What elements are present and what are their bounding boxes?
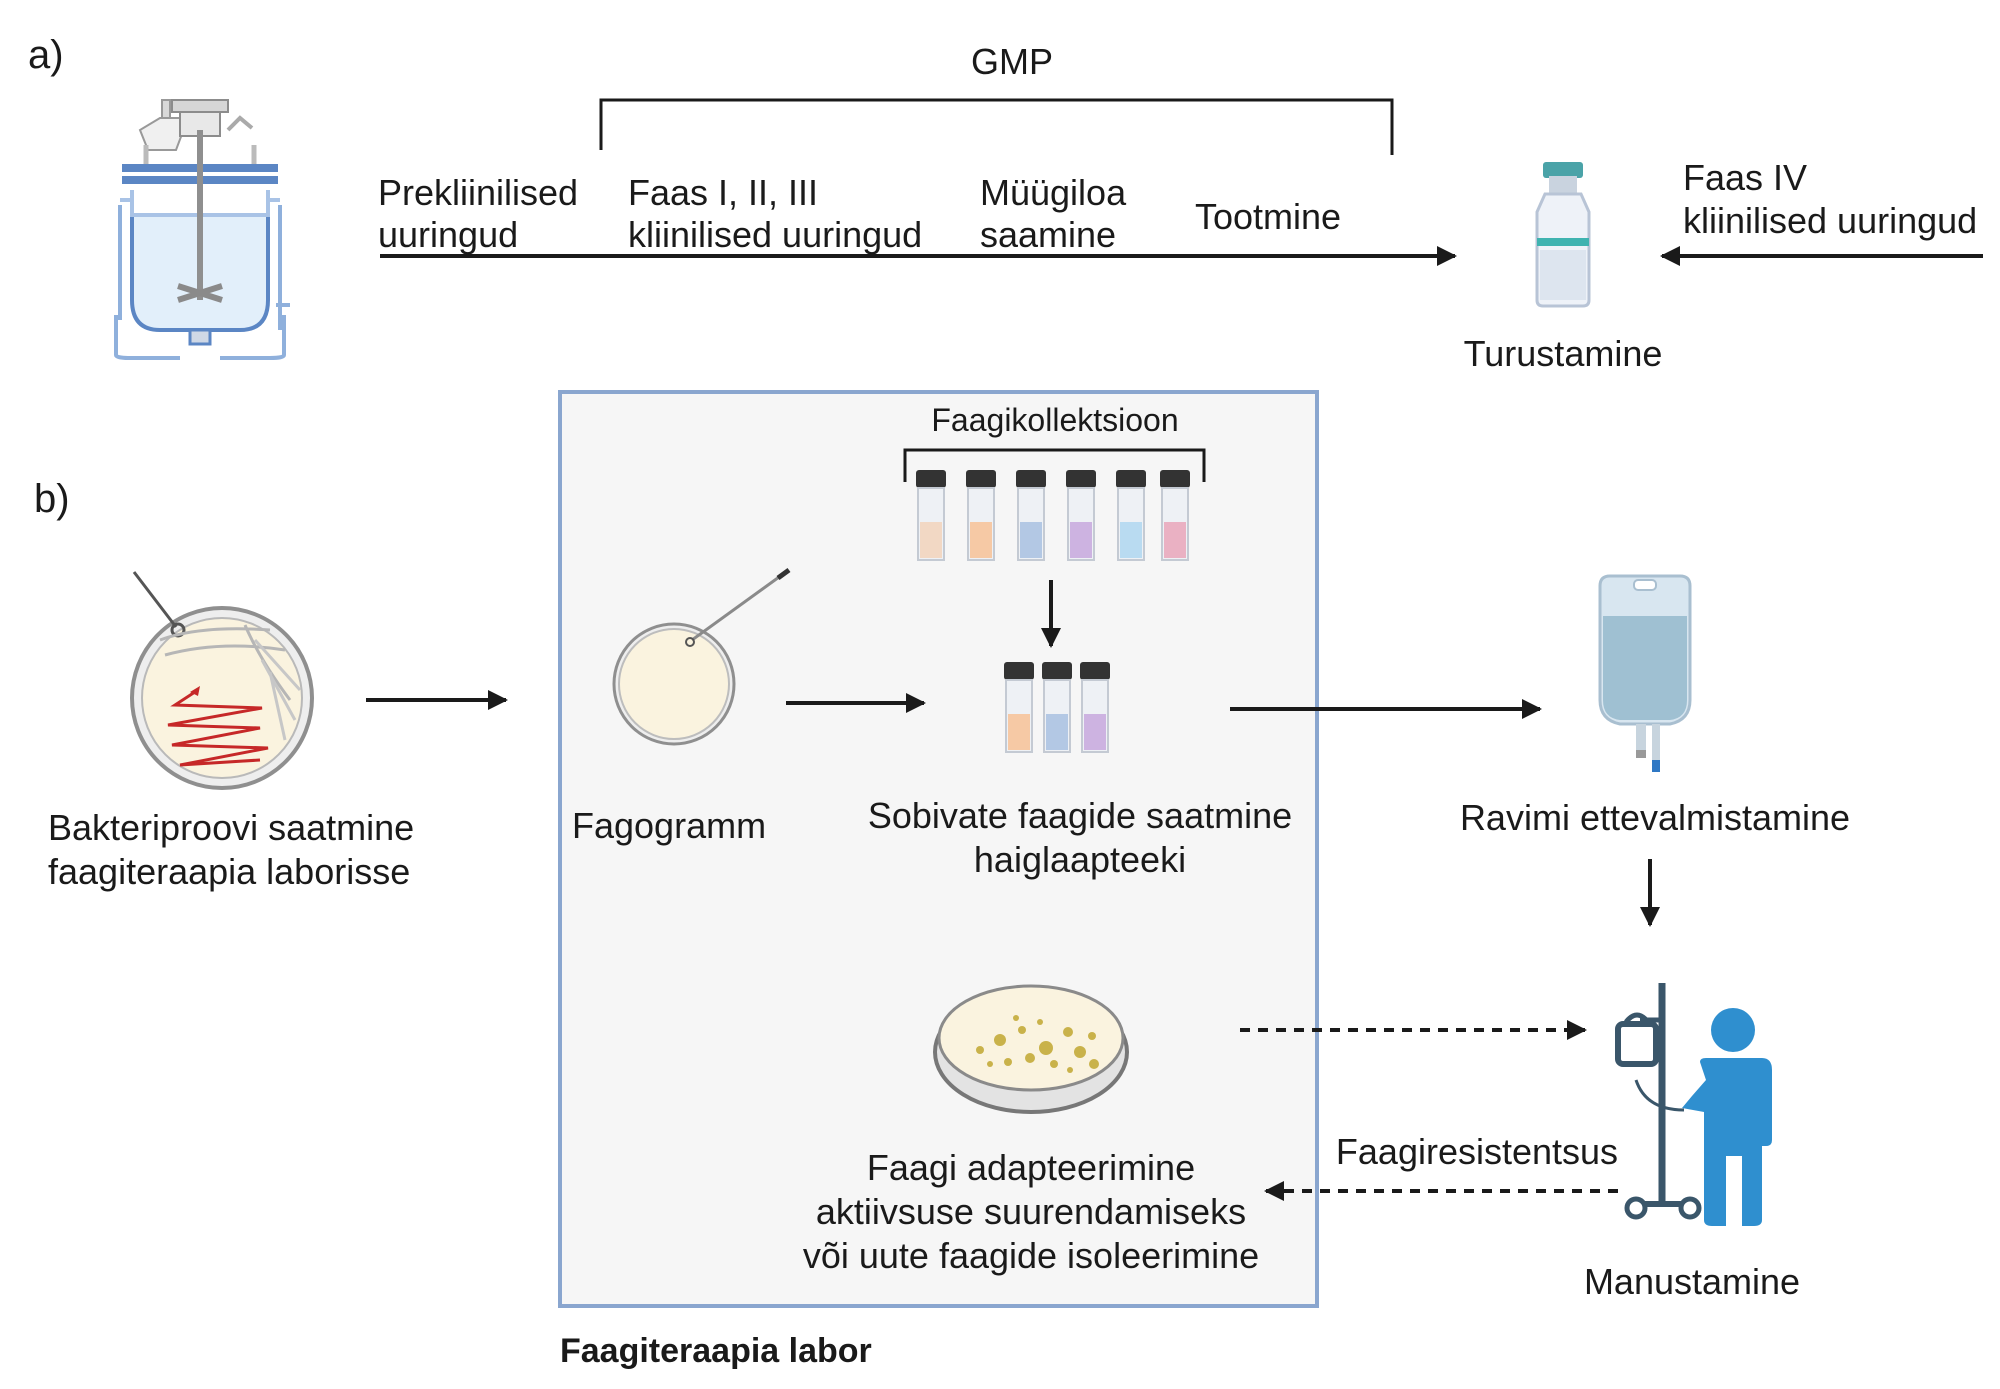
petri-dish-streak-icon <box>130 571 314 790</box>
phase4-line2: kliinilised uuringud <box>1683 200 1977 241</box>
preparation-label: Ravimi ettevalmistamine <box>1460 797 1850 838</box>
phage-vial-icon <box>1080 662 1110 753</box>
gmp-label: GMP <box>971 41 1053 82</box>
sample-line1: Bakteriproovi saatmine <box>48 807 414 848</box>
phage-vial-icon <box>1042 662 1072 753</box>
adaptation-line2: aktiivsuse suurendamiseks <box>816 1191 1246 1232</box>
stage-authorization-line2: saamine <box>980 214 1116 255</box>
petri-dish-plaque-icon <box>933 984 1129 1114</box>
resistance-label: Faagiresistentsus <box>1336 1131 1618 1172</box>
adaptation-line1: Faagi adapteerimine <box>867 1147 1195 1188</box>
phage-vial-icon <box>1004 662 1034 753</box>
sending-line1: Sobivate faagide saatmine <box>868 795 1292 836</box>
vaccine-vial-icon <box>1535 162 1591 308</box>
collection-bracket <box>903 448 1206 482</box>
lab-title: Faagiteraapia labor <box>560 1332 872 1370</box>
phage-vial-icon <box>1066 470 1096 561</box>
sending-line2: haiglaapteeki <box>974 839 1186 880</box>
stage-clinical-line1: Faas I, II, III <box>628 172 818 213</box>
phage-vial-icon <box>1160 470 1190 561</box>
phage-vial-icon <box>966 470 996 561</box>
stage-preclinical-line1: Prekliinilised <box>378 172 578 213</box>
phage-vial-collection <box>916 470 1190 561</box>
stage-production: Tootmine <box>1195 196 1341 237</box>
patient-iv-icon <box>1615 983 1772 1226</box>
collection-label: Faagikollektsioon <box>931 402 1178 438</box>
bioreactor-icon <box>114 99 290 360</box>
adaptation-line3: või uute faagide isoleerimine <box>803 1235 1259 1276</box>
sample-line2: faagiteraapia laborisse <box>48 851 410 892</box>
phage-vial-icon <box>1016 470 1046 561</box>
gmp-bracket <box>599 98 1394 155</box>
phase4-line1: Faas IV <box>1683 157 1807 198</box>
panel-a-label: a) <box>28 33 64 77</box>
administration-label: Manustamine <box>1584 1261 1800 1302</box>
market-label: Turustamine <box>1464 333 1663 374</box>
selected-phage-vials <box>1004 662 1110 753</box>
phagogram-label: Fagogramm <box>572 805 766 846</box>
petri-dish-fagogram-icon <box>612 567 791 746</box>
stage-authorization-line1: Müügiloa <box>980 172 1127 213</box>
iv-bag-icon <box>1598 574 1692 772</box>
phage-vial-icon <box>1116 470 1146 561</box>
stage-clinical-line2: kliinilised uuringud <box>628 214 922 255</box>
phage-vial-icon <box>916 470 946 561</box>
panel-b-label: b) <box>34 477 70 521</box>
stage-preclinical-line2: uuringud <box>378 214 518 255</box>
